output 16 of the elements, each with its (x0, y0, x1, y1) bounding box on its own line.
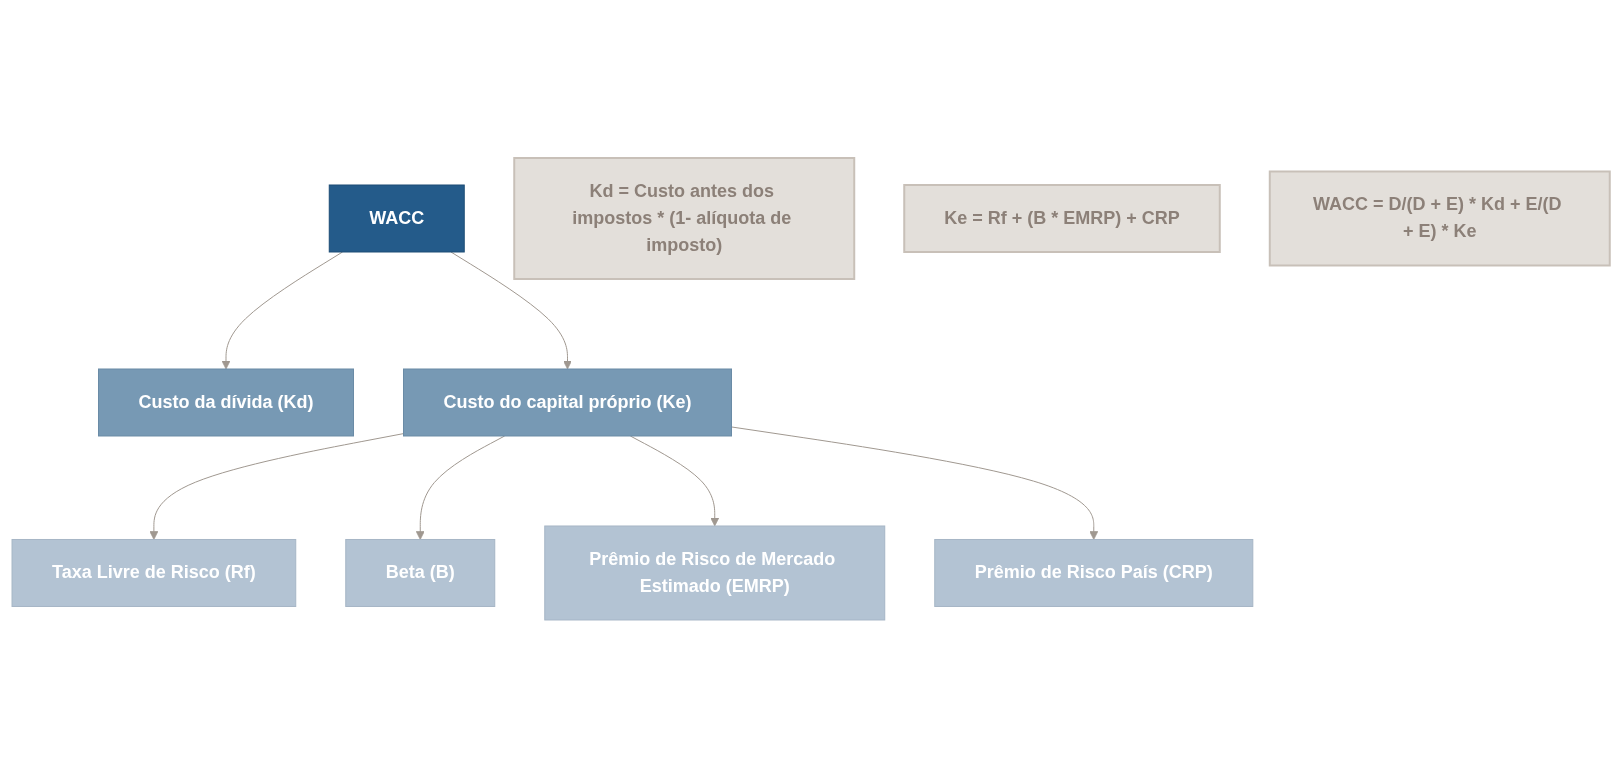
node-box: Ke = Rf + (B * EMRP) + CRP (902, 183, 1221, 253)
node-box: Prêmio de Risco de Mercado Estimado (EMRP) (543, 525, 885, 620)
node-box: Kd = Custo antes dos impostos * (1- alíquota de imposto) (512, 156, 855, 280)
node-box: WACC (328, 184, 465, 252)
arrow (629, 435, 719, 526)
node-box: Custo do capital próprio (Ke) (402, 368, 732, 436)
node-box: Custo da dívida (Kd) (97, 368, 354, 436)
arrow (450, 251, 572, 369)
arrow (149, 432, 404, 540)
node-box: Prêmio de Risco País (CRP) (933, 538, 1253, 607)
arrow (221, 251, 343, 369)
node-box: Beta (B) (344, 538, 495, 607)
arrow (415, 435, 505, 540)
node-box: WACC = D/(D + E) * Kd + E/(D + E) * Ke (1268, 170, 1611, 266)
arrow (730, 425, 1098, 540)
node-box: Taxa Livre de Risco (Rf) (11, 538, 296, 607)
